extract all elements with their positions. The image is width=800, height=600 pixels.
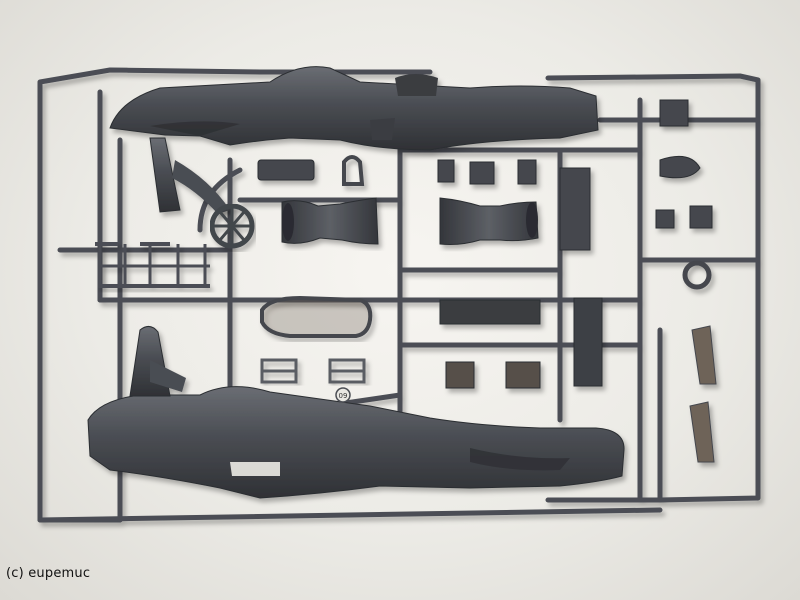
upper-fuselage-half (109, 66, 599, 214)
small-parts-top (257, 99, 713, 290)
round-hub-part (209, 203, 255, 249)
sprue-number-tag: 09 (335, 387, 351, 403)
small-parts-middle (260, 358, 366, 384)
sprue-number-label: 09 (339, 392, 348, 400)
intake-left (281, 197, 379, 245)
small-parts-left (95, 242, 210, 288)
lower-fuselage-half (87, 326, 625, 499)
intake-right (439, 197, 539, 245)
canopy-frame (260, 295, 373, 338)
panel-parts (439, 297, 717, 463)
photo-credit: (c) eupemuc (6, 566, 91, 581)
